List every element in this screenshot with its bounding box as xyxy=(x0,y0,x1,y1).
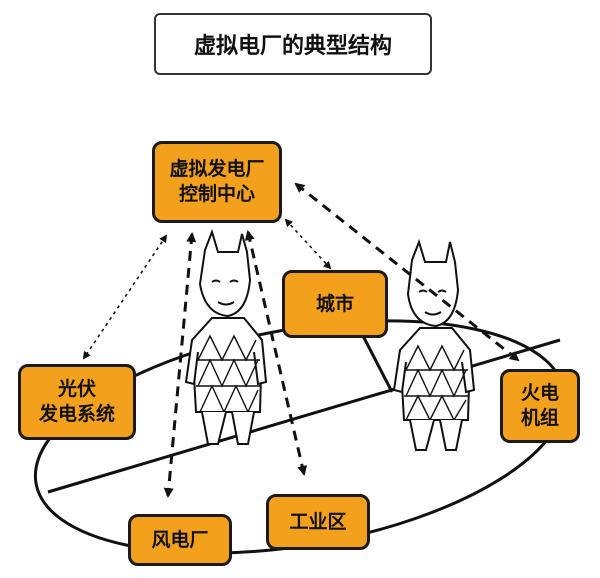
thermal-line1: 火电 xyxy=(520,382,559,405)
person-figure-left xyxy=(184,228,268,445)
node-wind: 风电厂 xyxy=(128,514,232,566)
link-control-industrial xyxy=(244,230,308,476)
node-pv: 光伏 发电系统 xyxy=(18,364,136,440)
node-city: 城市 xyxy=(282,270,388,338)
thermal-line2: 机组 xyxy=(520,407,559,429)
link-control-pv xyxy=(82,234,168,360)
diagram-title: 虚拟电厂的典型结构 xyxy=(154,13,432,75)
industrial-label: 工业区 xyxy=(289,510,347,533)
control-center-line1: 虚拟发电厂 xyxy=(169,158,265,181)
link-control-thermal xyxy=(294,182,520,362)
link-control-wind xyxy=(163,232,197,498)
pv-line2: 发电系统 xyxy=(38,403,115,425)
grid-line-city xyxy=(358,329,394,393)
control-center-line2: 控制中心 xyxy=(178,183,255,205)
pv-line1: 光伏 xyxy=(57,378,96,401)
person-figure-right xyxy=(392,238,476,451)
node-control-center: 虚拟发电厂 控制中心 xyxy=(152,141,282,223)
node-thermal: 火电 机组 xyxy=(500,369,580,443)
node-industrial: 工业区 xyxy=(266,494,370,550)
wind-label: 风电厂 xyxy=(151,528,209,551)
city-label: 城市 xyxy=(315,292,354,315)
link-control-city xyxy=(284,218,332,270)
